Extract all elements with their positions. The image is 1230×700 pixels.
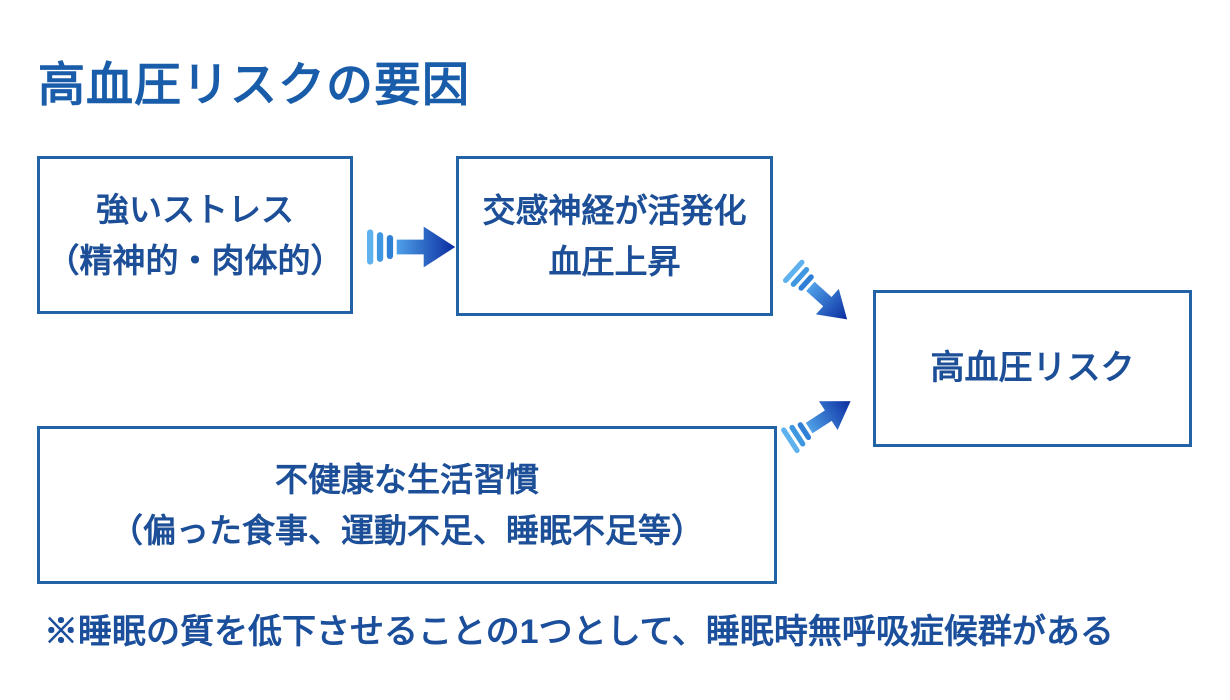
box-strong-stress-line-2: （精神的・肉体的） [46, 242, 344, 279]
striped-arrow-right-icon [367, 222, 457, 272]
box-unhealthy-lifestyle: 不健康な生活習慣 （偏った食事、運動不足、睡眠不足等） [37, 426, 777, 584]
box-sympathetic-nerve-line-2: 血圧上昇 [548, 243, 681, 280]
box-unhealthy-lifestyle-line-1: 不健康な生活習慣 [275, 460, 539, 498]
page-title: 高血圧リスクの要因 [38, 58, 470, 111]
box-strong-stress: 強いストレス （精神的・肉体的） [37, 156, 353, 314]
footnote-sleep-apnea: ※睡眠の質を低下させることの1つとして、睡眠時無呼吸症候群がある [44, 613, 1114, 651]
striped-arrow-up-right-icon [777, 383, 864, 460]
box-strong-stress-line-1: 強いストレス [96, 190, 294, 228]
box-sympathetic-nerve-line-1: 交感神経が活発化 [482, 191, 747, 229]
box-unhealthy-lifestyle-line-2: （偏った食事、運動不足、睡眠不足等） [110, 512, 704, 549]
striped-arrow-down-right-icon [778, 254, 863, 336]
box-hypertension-risk-line-1: 高血圧リスク [930, 349, 1135, 388]
box-sympathetic-nerve: 交感神経が活発化 血圧上昇 [456, 156, 773, 316]
box-hypertension-risk: 高血圧リスク [873, 290, 1192, 447]
